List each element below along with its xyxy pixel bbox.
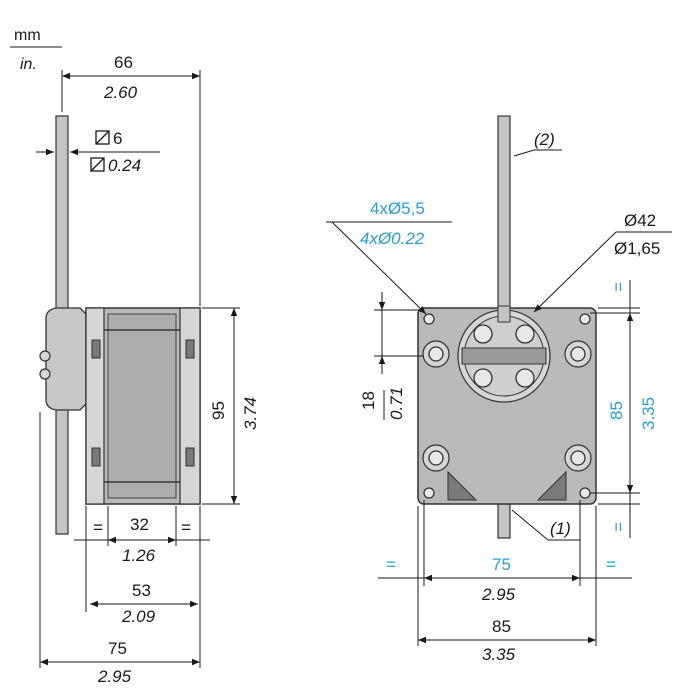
dim-eq-bottom: = bbox=[609, 522, 628, 532]
dim-2-09: 2.09 bbox=[121, 607, 156, 626]
dim-eq-top: = bbox=[609, 282, 628, 292]
mounting-hole-icon bbox=[423, 487, 435, 499]
square-section-icon bbox=[90, 130, 110, 172]
mounting-hole-icon bbox=[579, 313, 591, 325]
dim-95: 95 bbox=[209, 401, 228, 420]
dim-66: 66 bbox=[114, 53, 133, 72]
dim-18: 18 bbox=[359, 391, 378, 410]
side-slot-icon bbox=[185, 447, 195, 467]
unit-mm: mm bbox=[14, 27, 41, 44]
mounting-hole-icon bbox=[423, 313, 435, 325]
dim-32: 32 bbox=[130, 515, 149, 534]
dim-0-71: 0.71 bbox=[387, 387, 406, 420]
dim-eq-left-front: = bbox=[386, 555, 396, 574]
head-screw-icon bbox=[515, 368, 535, 388]
dim-0-24: 0.24 bbox=[108, 156, 141, 175]
callout-2: (2) bbox=[534, 130, 555, 149]
dim-boss-in: Ø1,65 bbox=[614, 239, 660, 258]
side-clamp bbox=[45, 307, 91, 411]
units-legend: mm in. bbox=[10, 27, 62, 73]
dim-53: 53 bbox=[132, 581, 151, 600]
dim-75-front: 75 bbox=[492, 555, 511, 574]
callout-1: (1) bbox=[550, 519, 571, 538]
front-ridge bbox=[536, 470, 567, 501]
dim-85-front: 85 bbox=[492, 617, 511, 636]
side-slot-icon bbox=[91, 339, 101, 359]
dim-holes-in: 4xØ0.22 bbox=[360, 229, 425, 248]
clamp-screw-icon bbox=[39, 368, 51, 380]
side-slot-icon bbox=[91, 447, 101, 467]
dim-2-95-side: 2.95 bbox=[97, 667, 132, 686]
side-slot-icon bbox=[185, 339, 195, 359]
dim-1-26: 1.26 bbox=[122, 546, 156, 565]
head-screw-icon bbox=[473, 324, 493, 344]
dim-3-35-front: 3.35 bbox=[482, 645, 516, 664]
side-body-center bbox=[107, 313, 177, 499]
side-body-flange-right bbox=[179, 307, 201, 505]
side-view: 66 2.60 6 0.24 95 3.74 = 32 = 1.26 bbox=[36, 53, 260, 686]
dim-eq-right: = bbox=[181, 518, 191, 537]
dim-3-35-vertical: 3.35 bbox=[639, 397, 658, 430]
head-screw-icon bbox=[473, 368, 493, 388]
dim-holes-mm: 4xØ5,5 bbox=[370, 199, 425, 218]
clamp-screw-icon bbox=[39, 350, 51, 362]
side-body-flange-left bbox=[85, 307, 105, 505]
head-screw-icon bbox=[515, 324, 535, 344]
dim-2-95-front: 2.95 bbox=[481, 585, 516, 604]
dim-2-60: 2.60 bbox=[103, 83, 138, 102]
head-bar bbox=[461, 347, 547, 365]
dim-85-vertical: 85 bbox=[607, 401, 626, 420]
dim-eq-right-front: = bbox=[606, 555, 616, 574]
mounting-hole-icon bbox=[579, 487, 591, 499]
unit-inch: in. bbox=[20, 56, 37, 73]
dim-6: 6 bbox=[113, 129, 122, 148]
front-view: (2) 4xØ5,5 4xØ0.22 Ø42 Ø1,65 18 0.71 = 8… bbox=[326, 115, 672, 664]
dim-3-74: 3.74 bbox=[241, 397, 260, 430]
dim-boss-mm: Ø42 bbox=[624, 211, 656, 230]
dim-75-side: 75 bbox=[108, 639, 127, 658]
front-ridge bbox=[447, 470, 478, 501]
dim-eq-left: = bbox=[93, 518, 103, 537]
